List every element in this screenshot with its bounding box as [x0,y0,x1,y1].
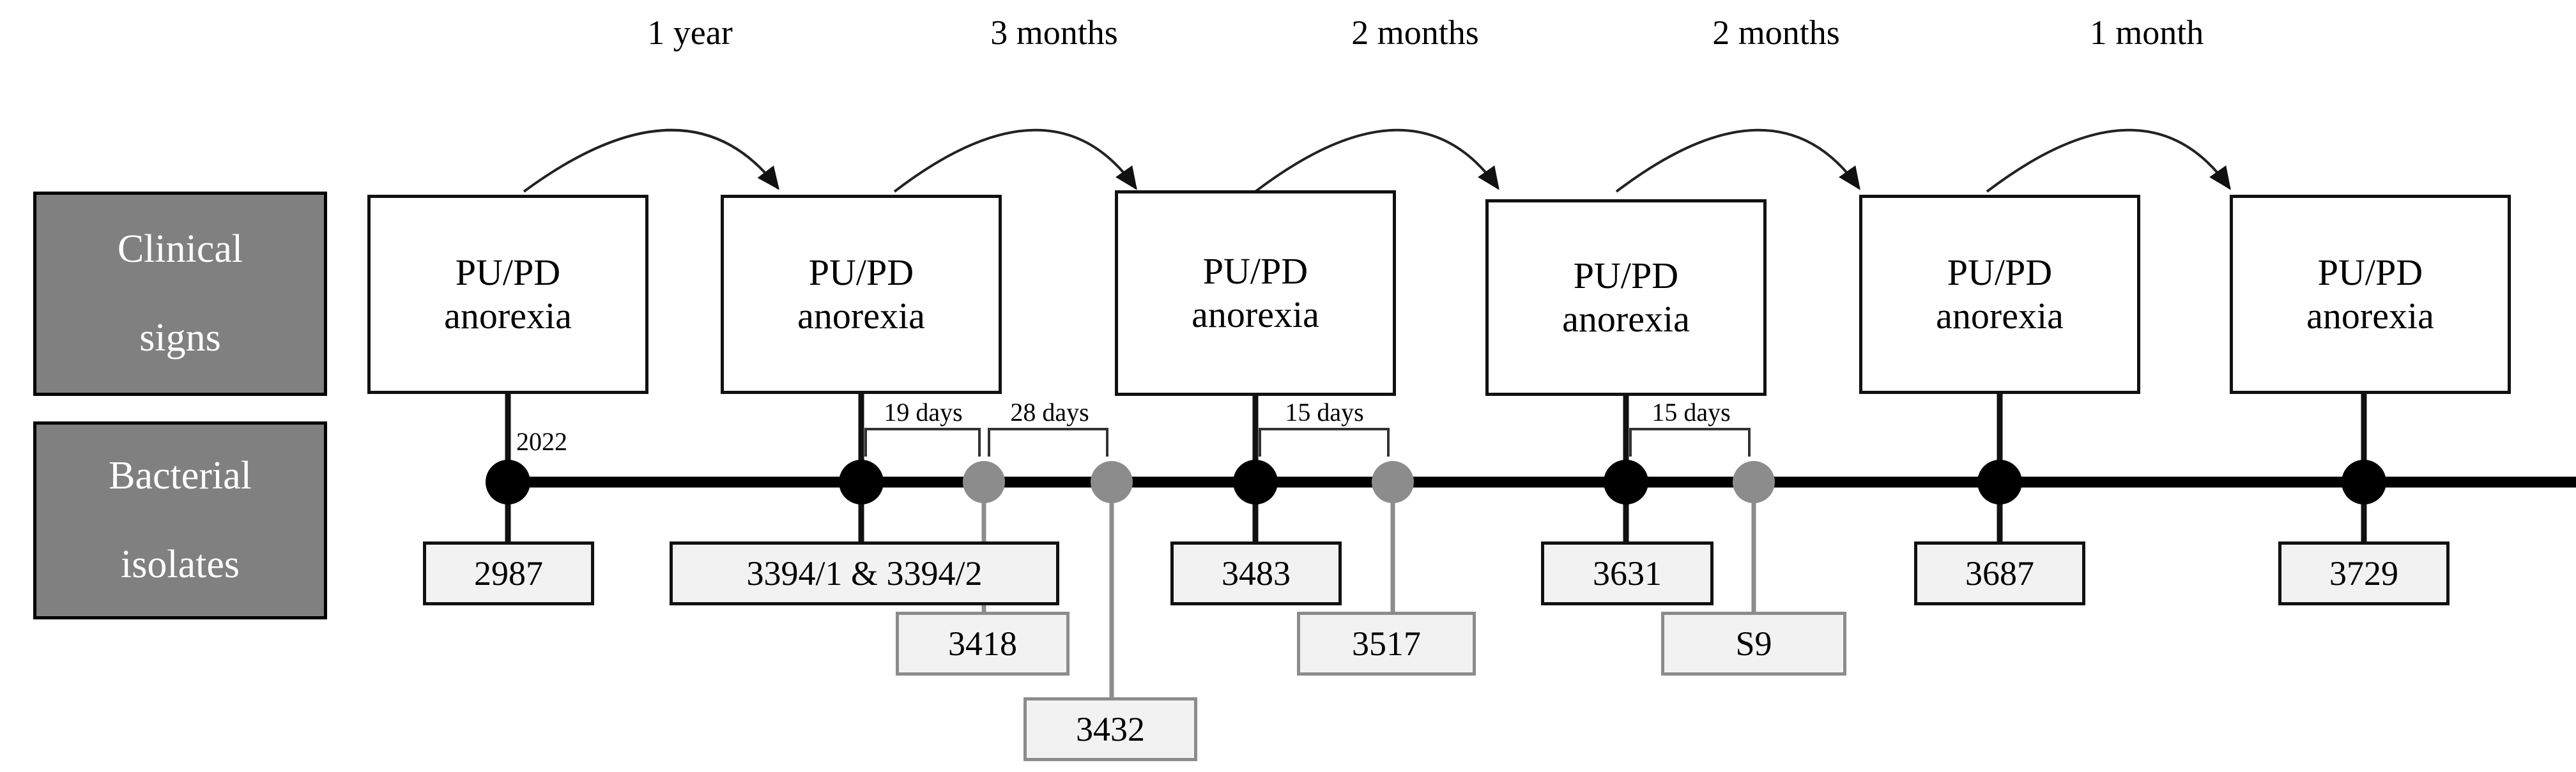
timeline-year-label: 2022 [516,427,567,456]
episode-interval-label-1: 1 year [647,13,733,52]
clinical-sign-box-5: PU/PD anorexia [1859,195,2140,394]
episode-interval-label-2: 3 months [990,13,1118,52]
timeline-node-3687 [1977,460,2022,504]
clinical-sign-box-6-line2: anorexia [2306,295,2434,337]
timeline-node-group [486,460,2386,504]
isolate-interval-label-19-days: 19 days [884,398,963,427]
sign-stem-group [505,393,2367,482]
episode-interval-label-3: 2 months [1351,13,1479,52]
timeline-node-3483 [1233,460,1278,504]
clinical-sign-box-4: PU/PD anorexia [1485,199,1767,396]
clinical-sign-box-3-line2: anorexia [1192,294,1319,335]
timeline-node-3631 [1604,460,1648,504]
timeline-node-3394 [839,460,884,504]
clinical-sign-box-1-line1: PU/PD [455,251,561,293]
clinical-sign-box-6: PU/PD anorexia [2230,195,2511,394]
timeline-node-3517 [1372,461,1414,503]
clinical-sign-box-3: PU/PD anorexia [1115,190,1396,396]
episode-arc-4 [1615,128,1860,193]
episode-arc-3 [1254,128,1499,193]
row-label-clinical-signs-line2: signs [139,315,221,360]
isolate-box-3418: 3418 [896,612,1070,676]
isolate-interval-label-15-days-b: 15 days [1652,398,1731,427]
row-label-clinical-signs: Clinical signs [33,192,327,396]
isolate-box-3394: 3394/1 & 3394/2 [670,541,1059,605]
isolate-interval-label-28-days: 28 days [1010,398,1089,427]
clinical-sign-box-1-line2: anorexia [444,295,572,337]
row-label-bacterial-isolates-line1: Bacterial [109,453,252,497]
isolate-box-3687: 3687 [1914,541,2085,605]
clinical-sign-box-1: PU/PD anorexia [367,195,648,394]
clinical-sign-box-5-line1: PU/PD [1947,251,2053,293]
clinical-sign-box-2-line2: anorexia [797,295,925,337]
interval-bracket-28-days [988,428,1108,457]
interval-bracket-15-days-b [1629,428,1751,457]
isolate-box-3631: 3631 [1541,541,1713,605]
episode-arc-2 [893,128,1137,193]
clinical-sign-box-4-line2: anorexia [1562,298,1690,340]
clinical-sign-box-5-line2: anorexia [1936,295,2064,337]
isolate-stem-primary-group [505,482,2367,546]
timeline-node-3432 [1091,461,1133,503]
timeline-node-3418 [963,461,1005,503]
timeline-node-S9 [1733,461,1775,503]
clinical-sign-box-3-line1: PU/PD [1202,250,1308,292]
isolate-box-3517: 3517 [1297,612,1476,676]
interval-bracket-15-days-a [1259,428,1390,457]
isolate-box-3483: 3483 [1170,541,1342,605]
isolate-box-S9: S9 [1661,612,1846,676]
timeline-node-2987 [486,460,530,504]
isolate-box-3432: 3432 [1023,697,1197,761]
interval-bracket-group [864,428,1751,457]
row-label-clinical-signs-line1: Clinical [117,227,243,271]
episode-arc-group [523,128,2231,193]
timeline-node-3729 [2342,460,2386,504]
clinical-sign-box-2-line1: PU/PD [808,251,914,293]
episode-interval-label-4: 2 months [1712,13,1840,52]
interval-bracket-19-days [864,428,981,457]
row-label-bacterial-isolates: Bacterial isolates [33,421,327,619]
episode-arc-1 [523,128,779,193]
episode-arc-5 [1986,128,2231,193]
clinical-sign-box-4-line1: PU/PD [1573,254,1679,296]
clinical-sign-box-6-line1: PU/PD [2317,251,2423,293]
episode-interval-label-5: 1 month [2089,13,2204,52]
clinical-sign-box-2: PU/PD anorexia [721,195,1002,394]
row-label-bacterial-isolates-line2: isolates [121,542,240,586]
isolate-interval-label-15-days-a: 15 days [1285,398,1364,427]
isolate-box-2987: 2987 [423,541,594,605]
isolate-box-3729: 3729 [2278,541,2450,605]
